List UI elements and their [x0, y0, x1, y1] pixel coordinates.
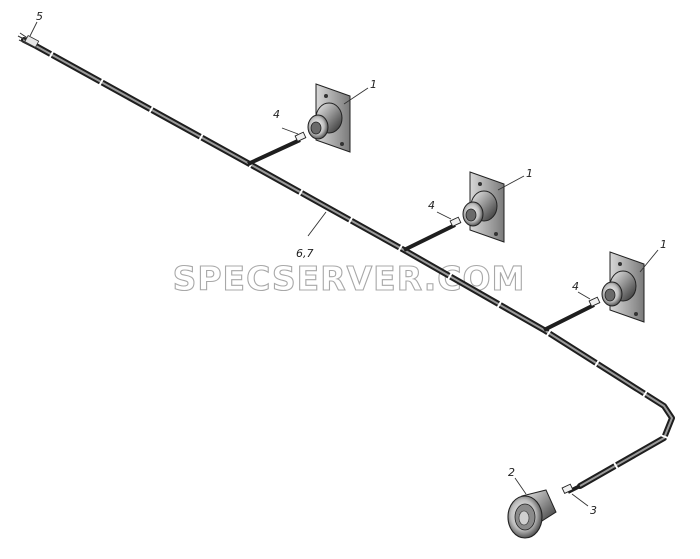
lamp-b	[462, 171, 505, 243]
callout-connector-c: 4	[572, 280, 579, 293]
callout-wire-end: 5	[36, 10, 43, 23]
callout-lamp-a: 1	[370, 78, 377, 91]
connector-a	[294, 131, 307, 143]
leader-lines	[29, 21, 659, 507]
watermark-text: SPECSERVER.COM	[173, 259, 526, 298]
socket	[507, 489, 557, 539]
lamp-a	[307, 83, 351, 153]
callout-connector-b: 4	[428, 199, 435, 212]
callout-connector-socket: 3	[590, 504, 597, 517]
callout-lamp-c: 1	[660, 238, 667, 251]
connector-socket	[561, 483, 574, 495]
lamp-c	[601, 251, 645, 323]
wire-end	[17, 32, 40, 48]
callout-connector-a: 4	[273, 108, 280, 121]
connector-c	[588, 296, 601, 308]
callout-lamp-b: 1	[526, 167, 533, 180]
callout-socket: 2	[508, 466, 515, 479]
connector-b	[449, 216, 462, 228]
callout-harness: 6,7	[296, 247, 314, 260]
branch-wires	[247, 138, 595, 494]
